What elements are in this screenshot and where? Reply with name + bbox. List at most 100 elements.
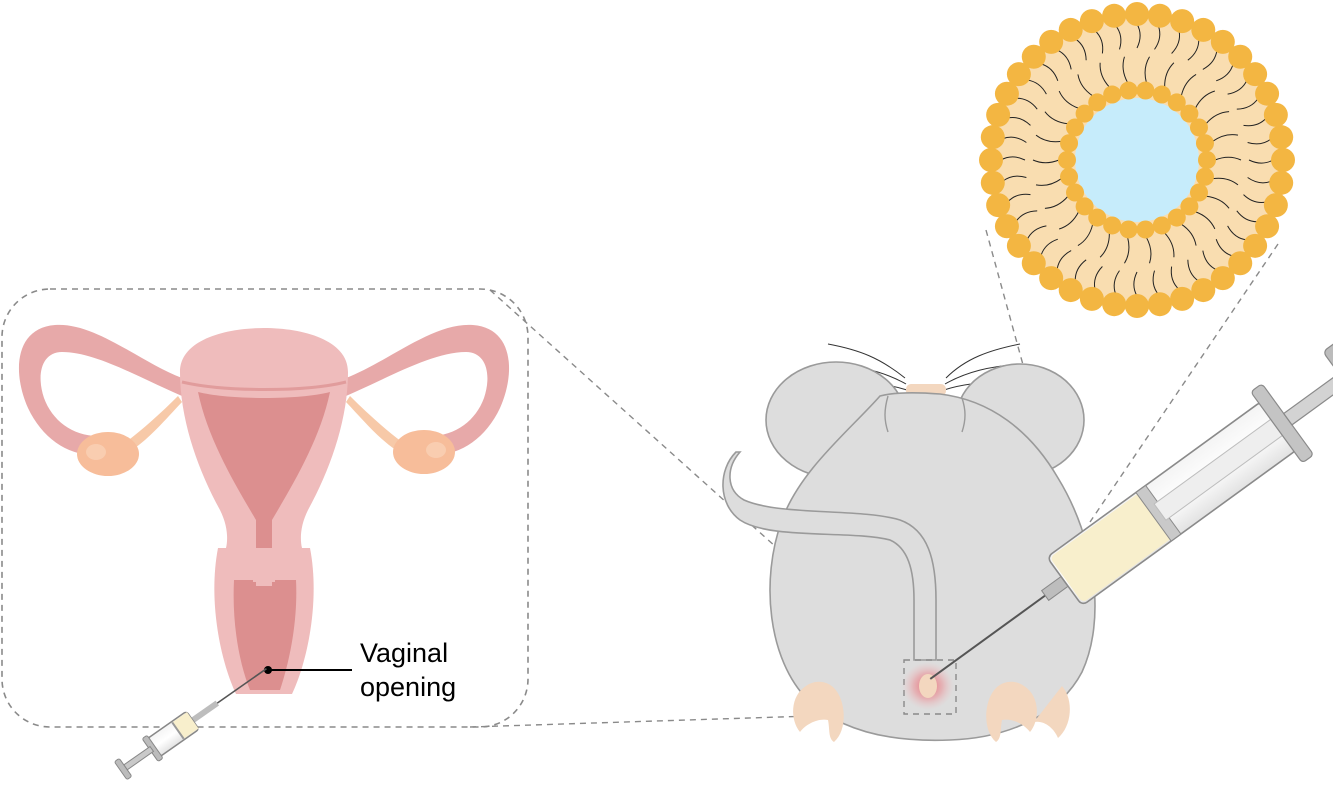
lipid-head-outer [1269,170,1294,195]
lipid-head-inner [1198,151,1216,169]
lipid-head-outer [1263,102,1288,127]
lipid-head-outer [1147,292,1172,317]
lipid-head-outer [986,193,1011,218]
lipid-tail [1194,90,1215,109]
lipid-tail [1212,177,1239,186]
lipid-head-outer [1039,266,1064,291]
lipid-head-inner [1136,81,1155,100]
lipid-head-inner [1195,134,1214,153]
lipid-head-inner [1167,93,1186,112]
fallopian-tube-right [346,324,510,456]
lipid-head-inner [1103,216,1122,235]
uterine-cavity [198,392,330,582]
lipid-head-outer [980,170,1005,195]
lipid-head-outer [1210,29,1235,54]
lipid-head-outer [1125,294,1149,318]
lipid-head-outer [994,214,1019,239]
lipid-head-outer [1271,148,1295,172]
lipid-tail [1077,224,1094,247]
lipid-head-outer [1006,62,1031,87]
lipid-head-outer [980,125,1005,150]
lipid-head-outer [1079,9,1104,34]
lipid-head-inner [1088,93,1107,112]
lipid-head-inner [1180,104,1199,123]
lipid-head-outer [1191,17,1216,42]
lipid-tail [1181,223,1197,246]
lipid-head-outer [994,81,1019,106]
ovarian-ligament-right [346,396,402,450]
vaginal-opening-mouse [919,674,937,698]
lipid-tail [1035,178,1062,186]
lipid-tail [1077,74,1093,97]
lipid-tail [1035,134,1062,143]
lipid-head-outer [1191,278,1216,303]
lipid-head-inner [1152,85,1171,104]
ovarian-ligament-left [126,396,182,450]
syringe-small [114,668,267,780]
lipid-head-outer [1058,17,1083,42]
lipid-head-inner [1189,183,1208,202]
vaginal-opening-pointer [264,666,352,674]
ovary-right [393,430,455,474]
liposome-aqueous-core [1075,98,1199,222]
lipid-tail [1122,56,1129,83]
lipid-tail [1180,73,1197,96]
lipid-head-outer [1006,233,1031,258]
lipid-tail [1058,90,1079,109]
lipid-head-inner [1189,118,1208,137]
uterus-diagram [18,324,510,694]
lipid-head-inner [1088,208,1107,227]
lipid-head-outer [1021,251,1046,276]
lipid-tail [1145,237,1152,264]
lipid-tail [1206,195,1230,209]
liposome-cross-section [979,2,1295,318]
lipid-head-inner [1060,167,1079,186]
lipid-head-outer [1255,214,1280,239]
syringe-large [929,342,1333,680]
vaginal-opening-label-line1: Vaginal [360,638,449,668]
mouse-back-view [722,343,1096,742]
lipid-head-outer [1243,62,1268,87]
lipid-tail [1032,159,1060,164]
lipid-head-outer [1228,44,1253,69]
lipid-head-inner [1075,197,1094,216]
mouse-paw-left [793,681,844,742]
lipid-head-inner [1066,183,1085,202]
lipid-head-inner [1103,85,1122,104]
lipid-head-outer [1021,44,1046,69]
lipid-head-inner [1066,118,1085,137]
lipid-head-inner [1119,220,1138,239]
lipid-head-outer [1228,251,1253,276]
lipid-head-inner [1060,134,1079,153]
mouse-paw-right [986,681,1037,742]
lipid-head-inner [1058,151,1076,169]
lipid-head-outer [1102,3,1127,28]
lipid-head-inner [1119,81,1138,100]
injection-site-frame [903,659,957,715]
lipid-tail [1212,134,1239,142]
lipid-tail [1044,111,1068,125]
lipid-head-outer [986,102,1011,127]
lipid-tail [1144,56,1150,83]
lipid-head-outer [1125,2,1149,26]
lipid-head-inner [1180,197,1199,216]
lipid-head-inner [1167,208,1186,227]
mouse-tail [722,451,937,661]
lipid-head-outer [1243,233,1268,258]
lipid-tail [1195,211,1216,230]
lipid-head-outer [1269,125,1294,150]
lipid-head-outer [1210,266,1235,291]
lipid-head-outer [1255,81,1280,106]
lipid-tail [1124,237,1130,264]
lipid-tail [1059,211,1080,230]
lipid-head-outer [1147,3,1172,28]
uterus-zoom-frame [1,288,529,728]
lipid-tail [1044,195,1069,209]
lipid-head-outer [979,148,1003,172]
lipid-tail [1214,156,1242,161]
lipid-head-outer [1170,286,1195,311]
syringe-fill [1051,493,1172,601]
vaginal-opening-label: Vaginal opening [360,636,456,704]
lipid-head-outer [1263,193,1288,218]
